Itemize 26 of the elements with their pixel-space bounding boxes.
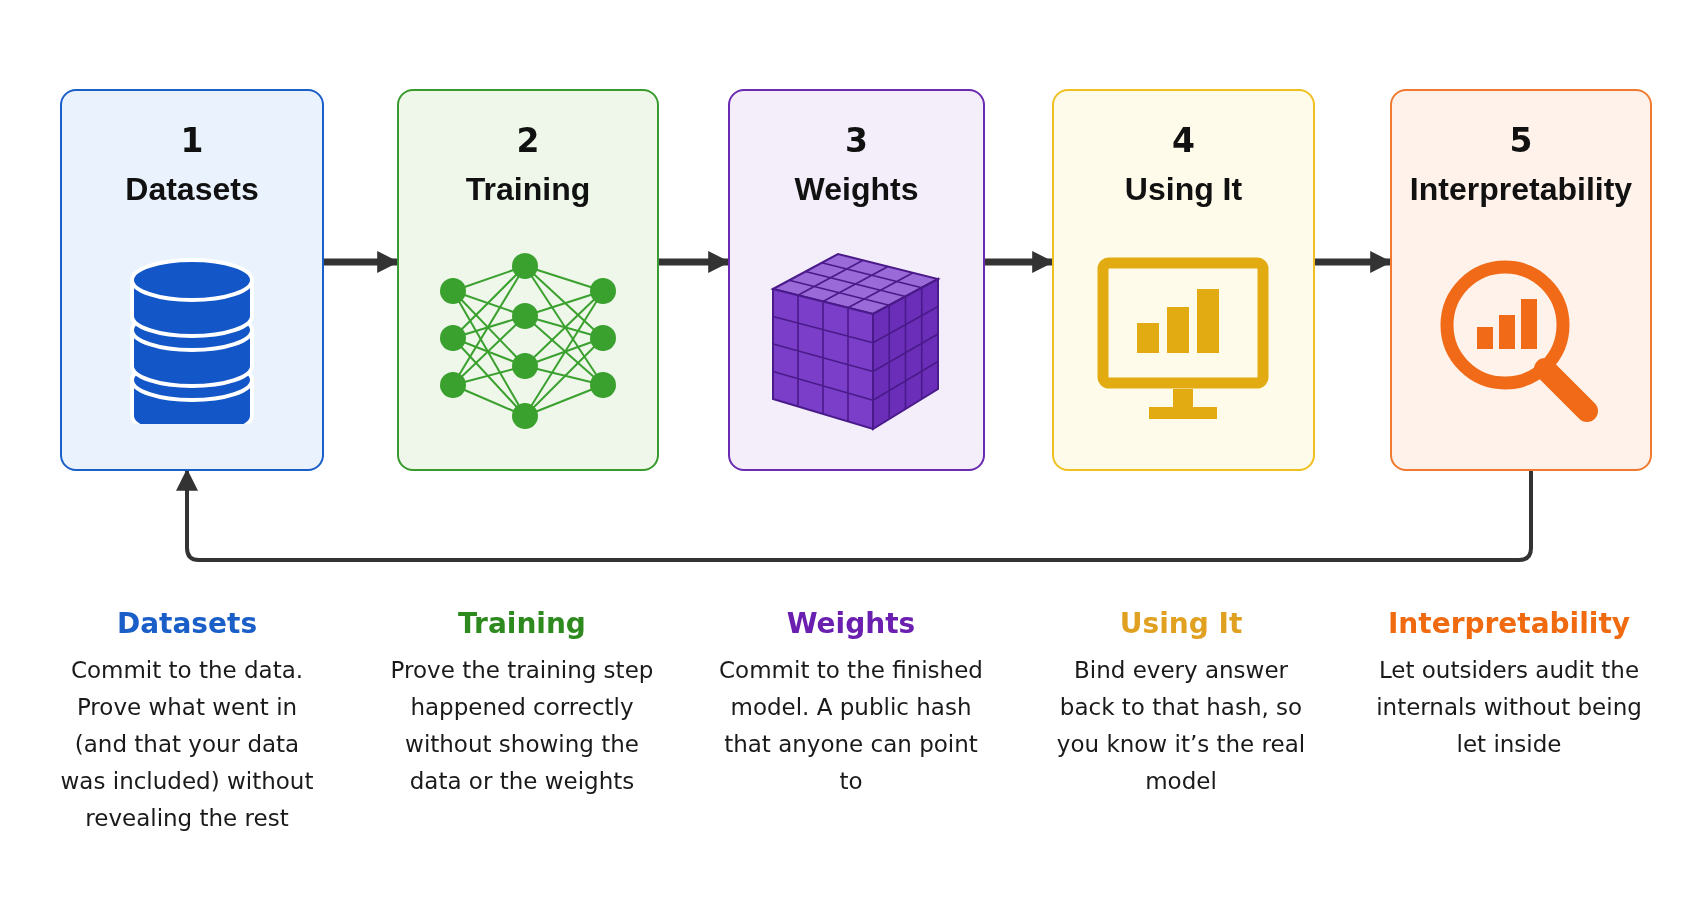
column-heading: Datasets (115, 607, 259, 640)
step-number: 1 (179, 121, 205, 160)
step-number: 4 (1171, 121, 1196, 160)
step-card (1052, 89, 1315, 471)
arrow (176, 468, 1533, 562)
step-card (397, 89, 659, 471)
step-title: Interpretability (1408, 171, 1634, 208)
column-heading: Training (457, 607, 587, 640)
step-card (60, 89, 324, 471)
description-text: Commit to the finished model. A public hash that anyone can point to (718, 656, 984, 796)
step-title: Training (464, 171, 592, 208)
column-heading: Interpretability (1386, 607, 1632, 640)
column-heading: Weights (785, 607, 917, 640)
step-title: Using It (1123, 171, 1244, 208)
step-title: Datasets (124, 171, 260, 208)
step-number: 5 (1508, 121, 1534, 160)
description-text: Commit to the data. Prove what went in (and that your data was included) without revealing the rest (59, 656, 315, 833)
step-card (728, 89, 985, 471)
description-text: Prove the training step happened correctly without showing the data or the weights (389, 656, 655, 796)
step-number: 3 (844, 121, 869, 160)
step-number: 2 (515, 121, 541, 160)
description-text: Let outsiders audit the internals without being let inside (1375, 656, 1643, 759)
step-title: Weights (793, 171, 920, 208)
column-heading: Using It (1118, 607, 1244, 640)
step-card (1390, 89, 1652, 471)
description-text: Bind every answer back to that hash, so you know it’s the real model (1055, 656, 1307, 796)
